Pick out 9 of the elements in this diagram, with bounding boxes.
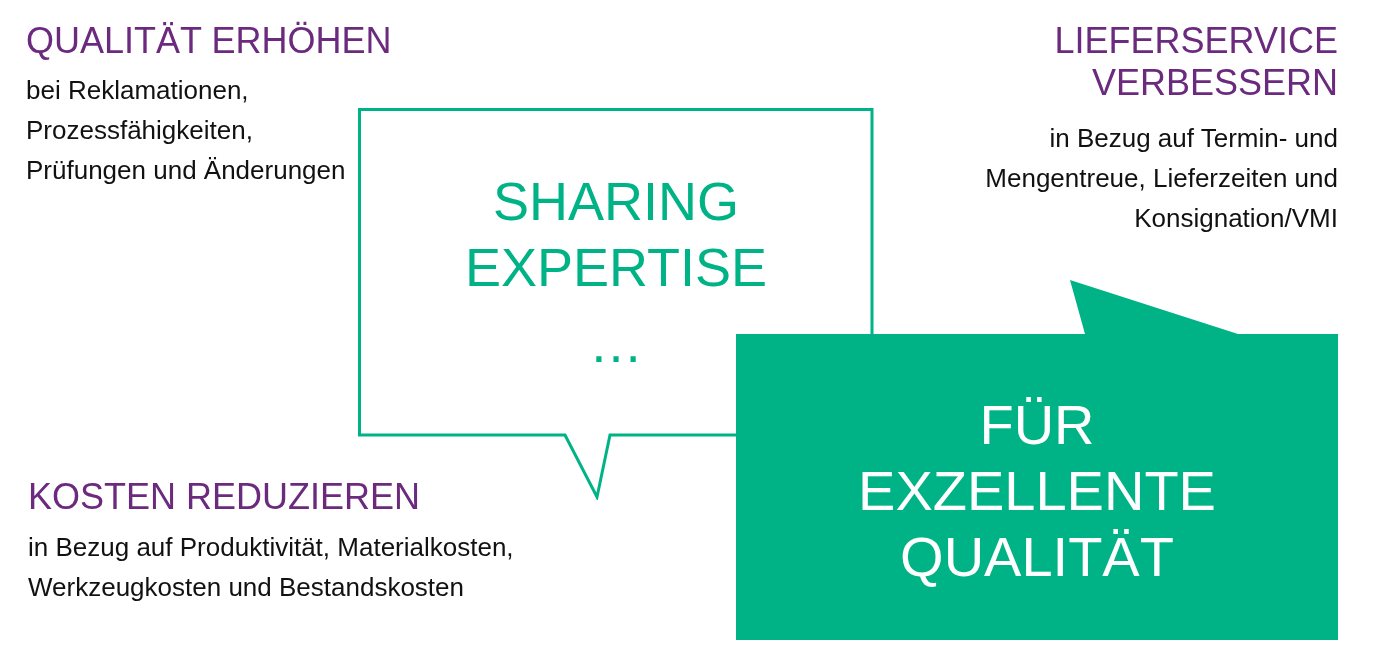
bubble-title: SHARING EXPERTISE [463, 170, 769, 299]
description-text: in Bezug auf Produktivität, Materialkosten, Werkzeugkosten und Bestandskosten [28, 531, 515, 604]
section-heading: QUALITÄT ERHÖHEN [26, 20, 393, 62]
description-text: in Bezug auf Termin- und Mengentreue, Lieferzeiten und Konsignation/VMI [984, 122, 1338, 235]
description-text: bei Reklamationen, Prozessfähigkeiten, Prüfungen und Änderungen [26, 74, 346, 187]
section-heading: LIEFERSERVICE VERBESSERN [1053, 20, 1338, 104]
section-heading: KOSTEN REDUZIEREN [28, 476, 422, 518]
bubble-title: FÜR EXZELLENTE QUALITÄT [857, 392, 1217, 590]
ellipsis-text: … [588, 313, 644, 373]
